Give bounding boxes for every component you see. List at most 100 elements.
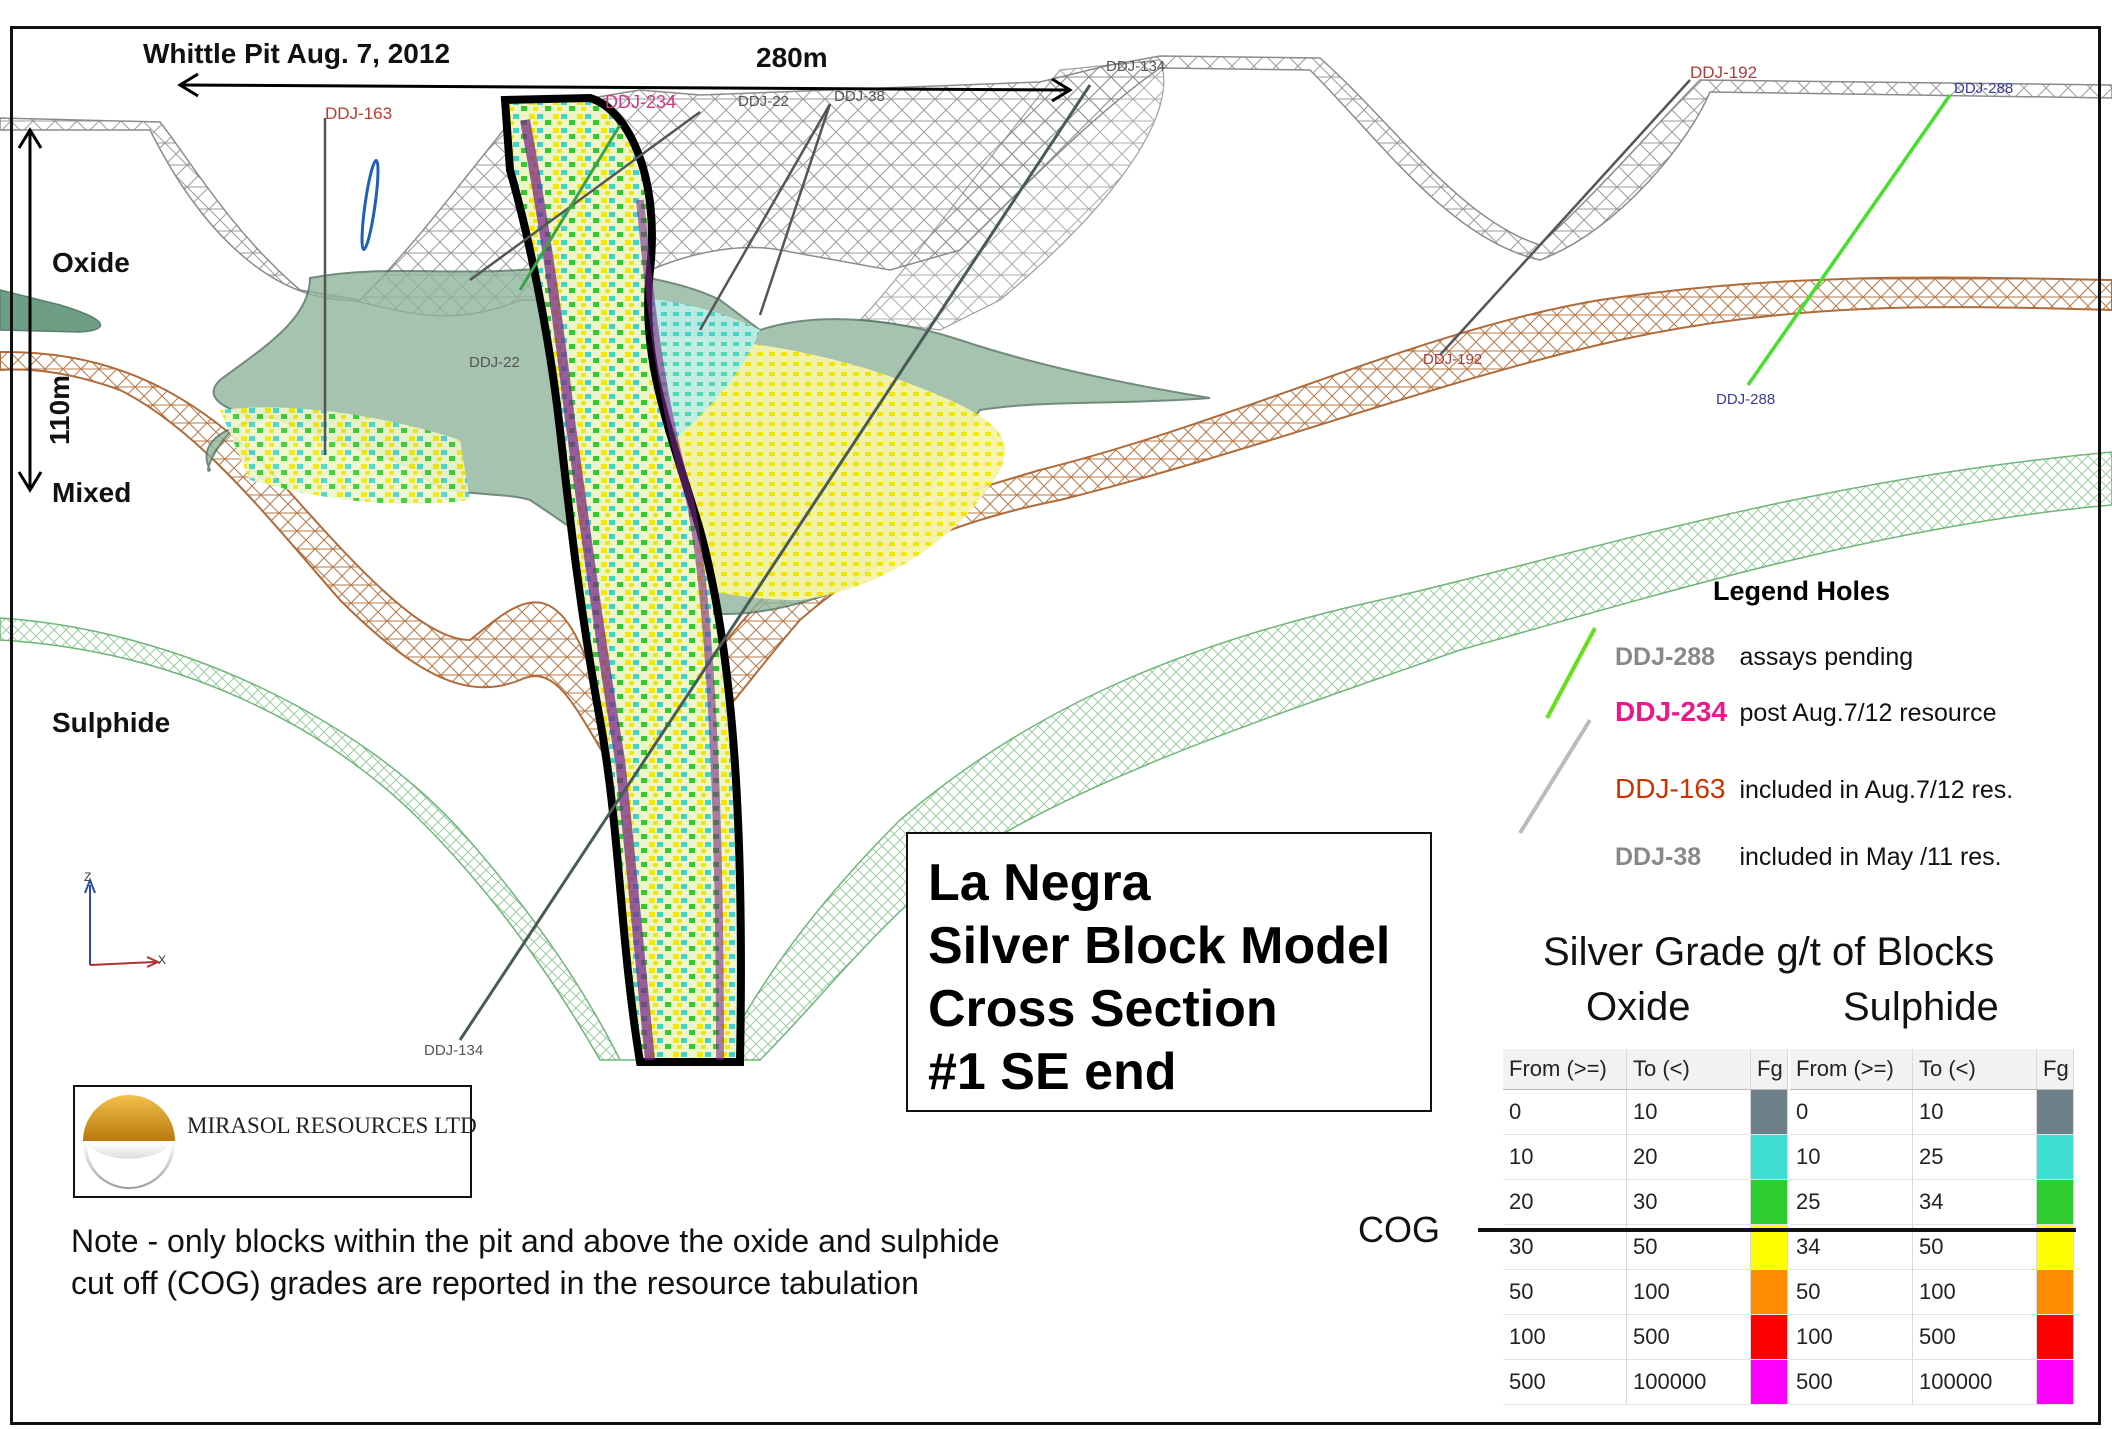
- hole-label: DDJ-134: [1106, 58, 1166, 75]
- grade-from: 0: [1503, 1089, 1627, 1135]
- ore-body-inner-purple: [520, 119, 655, 1061]
- grade-to: 100: [1626, 1269, 1751, 1315]
- legend-item-desc: assays pending: [1739, 643, 1914, 671]
- depth-label: 110m: [44, 374, 75, 445]
- grade-color-swatch: [2036, 1179, 2074, 1225]
- zone-label-oxide: Oxide: [52, 247, 130, 278]
- col-header-to: To (<): [1626, 1049, 1751, 1090]
- legend-line-assays-pending: [1545, 627, 1597, 719]
- title-line-1: La Negra: [928, 854, 1151, 912]
- grade-to: 10: [1626, 1089, 1751, 1135]
- grade-legend-sulphide-label: Sulphide: [1843, 985, 1999, 1029]
- grade-from: 10: [1790, 1134, 1913, 1180]
- grade-from: 10: [1503, 1134, 1627, 1180]
- grade-to: 100: [1912, 1269, 2037, 1315]
- legend-item-desc: included in May /11 res.: [1739, 843, 2002, 871]
- axes-triad: [84, 877, 161, 968]
- depth-dimension-arrow: [17, 127, 43, 493]
- width-dimension-arrow: [177, 72, 1073, 103]
- grade-legend-title: Silver Grade g/t of Blocks: [1543, 930, 1995, 974]
- title-line-4: #1 SE end: [928, 1043, 1177, 1101]
- axis-x-label: X: [158, 953, 167, 967]
- grade-to: 20: [1626, 1134, 1751, 1180]
- hole-label: DDJ-163: [325, 104, 393, 123]
- grade-from: 500: [1790, 1359, 1913, 1405]
- ore-body-inner-purple-2: [636, 199, 724, 1061]
- legend-item: DDJ-234 post Aug.7/12 resource: [1615, 696, 1997, 728]
- grade-color-swatch: [1750, 1224, 1788, 1270]
- grade-legend-oxide-label: Oxide: [1586, 985, 1691, 1029]
- legend-item-code: DDJ-288: [1615, 643, 1716, 671]
- grade-from: 100: [1503, 1314, 1627, 1360]
- legend-item: DDJ-163 included in Aug.7/12 res.: [1615, 773, 2013, 805]
- drillhole-ddj-134: [458, 84, 1092, 1041]
- block-fill-yellow: [620, 337, 1006, 600]
- grade-color-swatch: [1750, 1089, 1788, 1135]
- grade-from: 30: [1503, 1224, 1627, 1270]
- drillhole-ddj-38a: [698, 103, 832, 331]
- grade-from: 25: [1790, 1179, 1913, 1225]
- grade-to: 10: [1912, 1089, 2037, 1135]
- grade-from: 100: [1790, 1314, 1913, 1360]
- col-header-fg: Fg: [2036, 1049, 2074, 1090]
- legend-item-code: DDJ-163: [1615, 773, 1726, 804]
- grade-to: 100000: [1626, 1359, 1751, 1405]
- hole-label: DDJ-22: [738, 93, 789, 110]
- legend-item-code: DDJ-234: [1615, 696, 1728, 727]
- hole-label: DDJ-192: [1690, 63, 1758, 82]
- hole-label: DDJ-22: [469, 354, 520, 371]
- pit-shell-right: [858, 59, 1165, 331]
- grade-color-swatch: [1750, 1359, 1788, 1405]
- grade-color-swatch: [2036, 1314, 2074, 1360]
- drillhole-ddj-163-lens: [360, 158, 380, 252]
- col-header-from: From (>=): [1790, 1049, 1913, 1090]
- grade-color-swatch: [1750, 1314, 1788, 1360]
- drillhole-ddj-22: [469, 110, 701, 282]
- title-line-3: Cross Section: [928, 980, 1278, 1038]
- grade-from: 34: [1790, 1224, 1913, 1270]
- cog-cutoff-line: [1478, 1228, 2076, 1232]
- col-header-fg: Fg: [1750, 1049, 1788, 1090]
- col-header-to: To (<): [1912, 1049, 2037, 1090]
- section-title-box: La Negra Silver Block Model Cross Sectio…: [906, 832, 1432, 1112]
- col-header-from: From (>=): [1503, 1049, 1627, 1090]
- legend-item: DDJ-38 included in May /11 res.: [1615, 843, 2002, 872]
- grade-to: 50: [1626, 1224, 1751, 1270]
- oxide-lens-left: [0, 289, 102, 333]
- grade-color-swatch: [1750, 1179, 1788, 1225]
- grade-to: 500: [1626, 1314, 1751, 1360]
- drillhole-ddj-192: [1439, 79, 1691, 356]
- axis-z-label: Z: [84, 870, 92, 884]
- legend-item-desc: post Aug.7/12 resource: [1739, 699, 1997, 727]
- grade-to: 500: [1912, 1314, 2037, 1360]
- grade-color-swatch: [2036, 1134, 2074, 1180]
- hole-label: DDJ-134: [424, 1042, 484, 1059]
- grade-color-swatch: [2036, 1269, 2074, 1315]
- drillhole-ddj-234: [518, 124, 622, 291]
- width-label: 280m: [756, 42, 828, 73]
- zone-label-mixed: Mixed: [52, 477, 132, 508]
- figure-frame: [10, 26, 2101, 1425]
- company-name: MIRASOL RESOURCES LTD: [187, 1113, 477, 1138]
- grade-from: 0: [1790, 1089, 1913, 1135]
- legend-line-included: [1518, 718, 1592, 835]
- hole-label: DDJ-192: [1423, 351, 1483, 368]
- company-logo-icon: [83, 1095, 175, 1189]
- grade-to: 34: [1912, 1179, 2037, 1225]
- pit-label: Whittle Pit Aug. 7, 2012: [143, 38, 451, 69]
- legend-item-code: DDJ-38: [1615, 843, 1702, 871]
- drillhole-ddj-288: [1746, 93, 1952, 387]
